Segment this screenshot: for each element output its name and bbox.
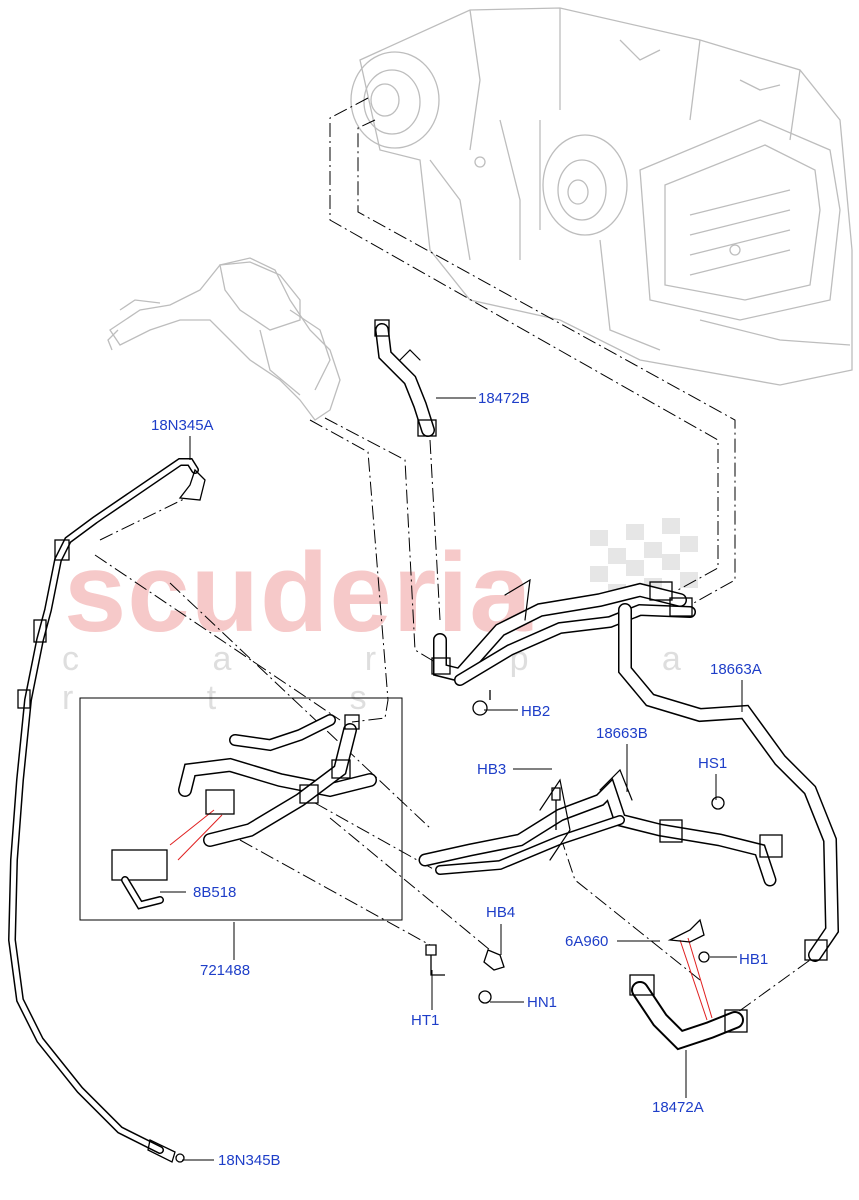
hose-18472B (374, 319, 437, 437)
heater-module-ghost (107, 257, 341, 421)
bolt-hb2 (472, 700, 488, 716)
callout-lines (160, 397, 743, 1161)
callout-18N345B: 18N345B (218, 1152, 281, 1169)
callout-HN1: HN1 (527, 994, 558, 1011)
callout-18N345A: 18N345A (151, 417, 214, 434)
callout-18663B: 18663B (596, 725, 648, 742)
callout-721488: 721488 (200, 962, 251, 979)
hose-18663A (431, 578, 840, 962)
bolt-hb4 (483, 949, 505, 971)
callout-HB3: HB3 (477, 761, 507, 778)
nut-hn1 (478, 990, 492, 1004)
bolt-hb3 (551, 787, 561, 830)
pump-valve-assembly (111, 714, 377, 910)
callout-6A960: 6A960 (565, 933, 609, 950)
checkered-flag-icon (590, 518, 698, 600)
red-indicator-lines (169, 809, 713, 1021)
fasteners (425, 690, 725, 1004)
hose-18472A (629, 974, 748, 1051)
callout-HT1: HT1 (411, 1012, 440, 1029)
leader-lines (94, 97, 811, 1026)
callout-HB2: HB2 (521, 703, 551, 720)
bolt-hb1 (698, 951, 710, 963)
callout-HS1: HS1 (698, 755, 728, 772)
callout-18472B: 18472B (478, 390, 530, 407)
callout-HB4: HB4 (486, 904, 516, 921)
bolt-hs1 (711, 796, 725, 810)
assembly-frame-721488 (79, 697, 403, 921)
hose-18663B (418, 768, 783, 887)
callout-18472A: 18472A (652, 1099, 704, 1116)
callout-18663A: 18663A (710, 661, 762, 678)
hose-18N345 (7, 458, 206, 1163)
tee-ht1 (425, 944, 445, 976)
callout-HB1: HB1 (739, 951, 769, 968)
hvac-unit-ghost (350, 7, 853, 386)
callout-8B518: 8B518 (193, 884, 237, 901)
bracket-6a960 (667, 918, 705, 943)
